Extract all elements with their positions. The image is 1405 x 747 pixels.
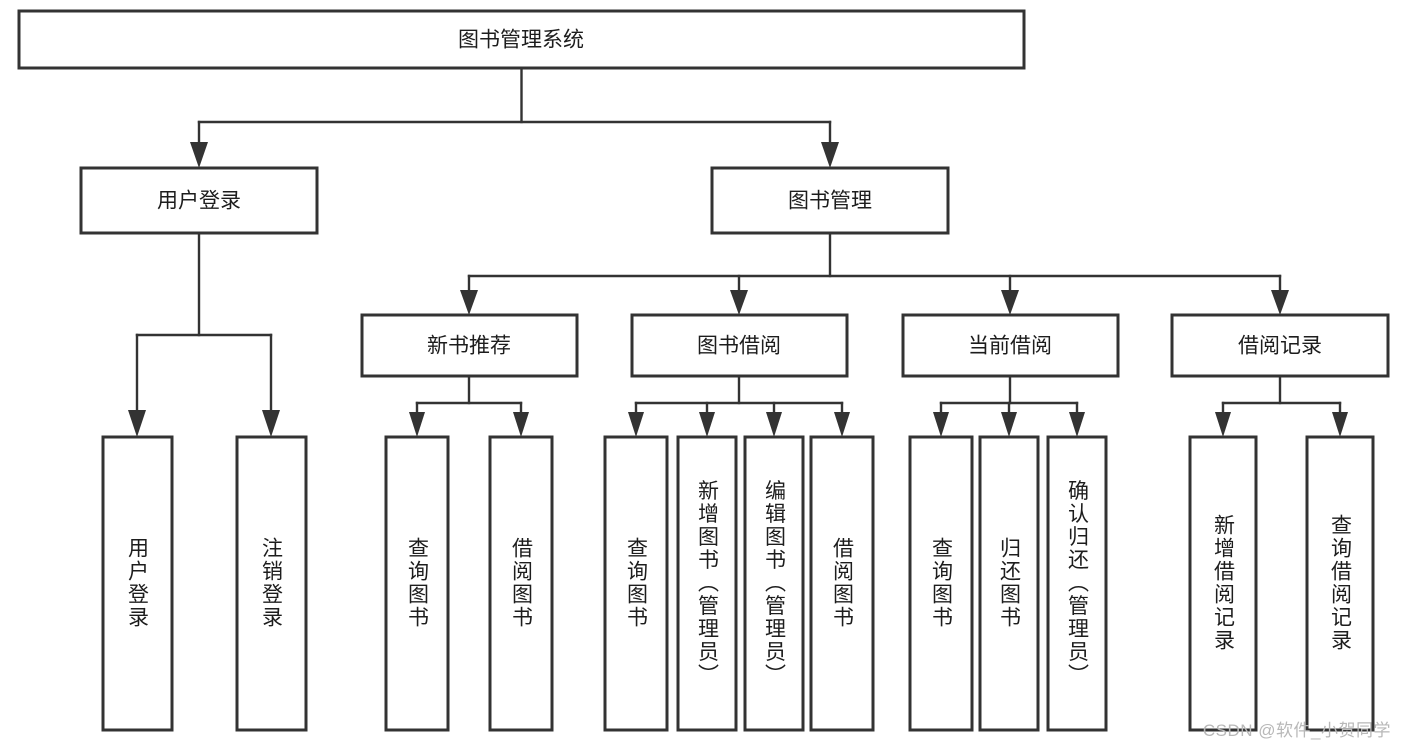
- connector-group-book-manage: [460, 231, 1289, 315]
- node-leaf-query-book-2-label: 查询图书: [625, 537, 649, 629]
- arrow-head-leaf-borrow-book-1: [513, 412, 529, 437]
- arrow-head-leaf-confirm-return: [1069, 412, 1085, 437]
- node-current-borrow-label: 当前借阅: [968, 335, 1052, 358]
- arrow-head-current-borrow: [1001, 290, 1019, 315]
- node-borrow-record-label: 借阅记录: [1238, 335, 1322, 358]
- node-user-login-label: 用户登录: [157, 190, 241, 213]
- connector-group-book-borrow: [628, 374, 850, 437]
- node-leaf-user-login-box[interactable]: [101, 435, 174, 732]
- node-leaf-edit-book-box[interactable]: [743, 435, 805, 732]
- node-leaf-query-book-2-box[interactable]: [603, 435, 669, 732]
- node-new-book-rec-box[interactable]: [360, 313, 579, 378]
- node-leaf-logout-label: 注销登录: [260, 537, 284, 629]
- connector-group-borrow-record: [1215, 374, 1348, 437]
- node-user-login[interactable]: 用户登录: [79, 166, 319, 235]
- arrow-head-leaf-query-record: [1332, 412, 1348, 437]
- arrow-head-borrow-record: [1271, 290, 1289, 315]
- node-new-book-rec[interactable]: 新书推荐: [360, 313, 579, 378]
- node-current-borrow-box[interactable]: [901, 313, 1120, 378]
- arrow-head-leaf-query-book-1: [409, 412, 425, 437]
- node-leaf-query-book-1-label: 查询图书: [406, 537, 430, 629]
- connector-group-user-login: [128, 231, 280, 437]
- node-root-label: 图书管理系统: [458, 29, 584, 52]
- node-leaf-confirm-return-box[interactable]: [1046, 435, 1108, 732]
- arrow-head-leaf-user-login: [128, 410, 146, 437]
- node-book-borrow-label: 图书借阅: [697, 335, 781, 358]
- node-book-manage-label: 图书管理: [788, 190, 872, 213]
- arrow-head-leaf-borrow-book-2: [834, 412, 850, 437]
- node-borrow-record[interactable]: 借阅记录: [1170, 313, 1390, 378]
- node-leaf-logout-box[interactable]: [235, 435, 308, 732]
- node-leaf-edit-book[interactable]: 编辑图书（管理员）: [743, 435, 805, 732]
- node-leaf-add-record-label: 新增借阅记录: [1212, 514, 1236, 652]
- node-leaf-borrow-book-1-box[interactable]: [488, 435, 554, 732]
- arrow-head-book-borrow: [730, 290, 748, 315]
- node-leaf-query-record-box[interactable]: [1305, 435, 1375, 732]
- arrow-head-book-manage: [821, 142, 839, 168]
- node-leaf-borrow-book-1[interactable]: 借阅图书: [488, 435, 554, 732]
- node-leaf-query-book-3[interactable]: 查询图书: [908, 435, 974, 732]
- node-leaf-query-record-label: 查询借阅记录: [1329, 514, 1353, 652]
- node-leaf-confirm-return-label: 确认归还（管理员）: [1066, 480, 1090, 687]
- node-root-box[interactable]: [17, 9, 1026, 70]
- connector-group-new-book-rec: [409, 374, 529, 437]
- node-leaf-borrow-book-2-label: 借阅图书: [831, 537, 855, 629]
- node-leaf-query-book-3-box[interactable]: [908, 435, 974, 732]
- arrow-head-leaf-add-record: [1215, 412, 1231, 437]
- node-leaf-query-book-1[interactable]: 查询图书: [384, 435, 450, 732]
- arrow-head-leaf-query-book-3: [933, 412, 949, 437]
- node-book-borrow[interactable]: 图书借阅: [630, 313, 849, 378]
- node-leaf-query-book-3-label: 查询图书: [930, 537, 954, 629]
- node-leaf-borrow-book-1-label: 借阅图书: [510, 537, 534, 629]
- node-leaf-return-book-label: 归还图书: [998, 537, 1022, 629]
- node-current-borrow[interactable]: 当前借阅: [901, 313, 1120, 378]
- node-leaf-add-book-label: 新增图书（管理员）: [696, 480, 720, 687]
- node-leaf-user-login[interactable]: 用户登录: [101, 435, 174, 732]
- connector-group-current-borrow: [933, 374, 1085, 437]
- arrow-head-user-login: [190, 142, 208, 168]
- node-leaf-query-book-1-box[interactable]: [384, 435, 450, 732]
- node-borrow-record-box[interactable]: [1170, 313, 1390, 378]
- node-new-book-rec-label: 新书推荐: [427, 335, 511, 358]
- node-leaf-user-login-label: 用户登录: [126, 537, 150, 629]
- connector-group-root: [190, 66, 839, 168]
- node-leaf-borrow-book-2-box[interactable]: [809, 435, 875, 732]
- arrow-head-leaf-add-book: [699, 412, 715, 437]
- node-leaf-logout[interactable]: 注销登录: [235, 435, 308, 732]
- node-root[interactable]: 图书管理系统: [17, 9, 1026, 70]
- arrow-head-leaf-edit-book: [766, 412, 782, 437]
- node-leaf-confirm-return[interactable]: 确认归还（管理员）: [1046, 435, 1108, 732]
- node-leaf-add-book-box[interactable]: [676, 435, 738, 732]
- node-leaf-add-record[interactable]: 新增借阅记录: [1188, 435, 1258, 732]
- arrow-head-leaf-query-book-2: [628, 412, 644, 437]
- node-book-manage[interactable]: 图书管理: [710, 166, 950, 235]
- node-leaf-return-book[interactable]: 归还图书: [978, 435, 1040, 732]
- node-book-borrow-box[interactable]: [630, 313, 849, 378]
- arrow-head-new-book-rec: [460, 290, 478, 315]
- node-leaf-edit-book-label: 编辑图书（管理员）: [763, 480, 787, 687]
- node-leaf-borrow-book-2[interactable]: 借阅图书: [809, 435, 875, 732]
- arrow-head-leaf-logout: [262, 410, 280, 437]
- node-leaf-return-book-box[interactable]: [978, 435, 1040, 732]
- node-leaf-add-record-box[interactable]: [1188, 435, 1258, 732]
- node-leaf-add-book[interactable]: 新增图书（管理员）: [676, 435, 738, 732]
- arrow-head-leaf-return-book: [1001, 412, 1017, 437]
- node-book-manage-box[interactable]: [710, 166, 950, 235]
- node-user-login-box[interactable]: [79, 166, 319, 235]
- node-leaf-query-book-2[interactable]: 查询图书: [603, 435, 669, 732]
- node-leaf-query-record[interactable]: 查询借阅记录: [1305, 435, 1375, 732]
